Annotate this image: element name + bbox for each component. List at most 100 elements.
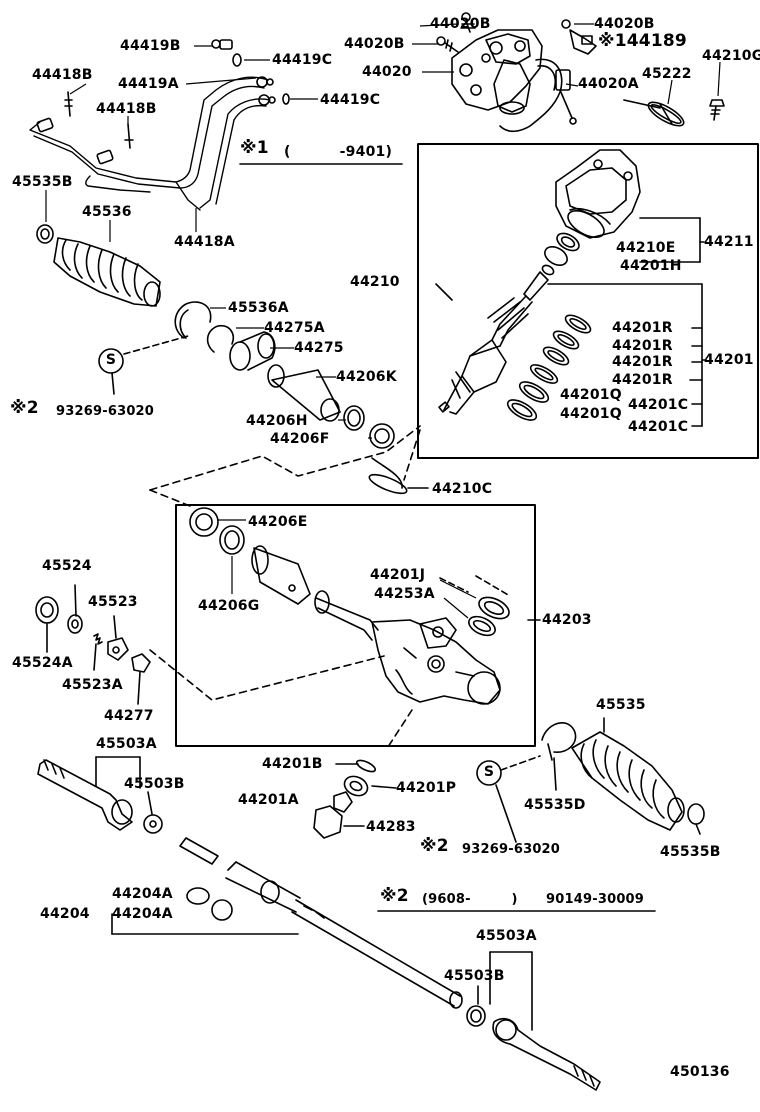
note-2c-range-text: (9608- ) xyxy=(422,892,518,907)
label-44201a: 44201A xyxy=(238,792,299,808)
ring-44419c-2 xyxy=(282,93,290,105)
control-valve-44020 xyxy=(451,29,577,133)
bearing-44201h xyxy=(541,246,568,276)
clip-45535b-right xyxy=(687,803,705,835)
spring-45523a xyxy=(93,633,103,645)
ring-45503b-right xyxy=(466,1005,486,1027)
label-44203: 44203 xyxy=(542,612,592,628)
label-44201r-4: 44201R xyxy=(612,372,673,388)
note-2c-mark: ※2 xyxy=(380,886,409,906)
label-45524: 45524 xyxy=(42,558,92,574)
note-2c-range: (9608- ) xyxy=(422,892,518,908)
seal-44206f xyxy=(369,423,395,449)
housing-44211 xyxy=(555,149,641,239)
s-mark-1: S xyxy=(105,352,117,368)
note-1-range: ( -9401) xyxy=(284,144,393,160)
label-45523: 45523 xyxy=(88,594,138,610)
note-1-text: ( -9401) xyxy=(284,144,400,160)
label-44201r-1: 44201R xyxy=(612,320,673,336)
rings-44201q xyxy=(506,381,550,421)
ring-45503b xyxy=(143,814,163,834)
label-44020b-2: 44020B xyxy=(344,36,405,52)
label-45536: 45536 xyxy=(82,204,132,220)
boot-45536 xyxy=(36,224,161,307)
note-2c-part: 90149-30009 xyxy=(546,892,645,907)
label-44275: 44275 xyxy=(294,340,344,356)
label-44201q-2: 44201Q xyxy=(560,406,622,422)
bushing-44206g xyxy=(219,525,245,555)
label-44201c-2: 44201C xyxy=(628,419,689,435)
clip-45536a xyxy=(174,301,212,339)
label-44210e: 44210E xyxy=(616,240,676,256)
label-45222: 45222 xyxy=(642,66,692,82)
seal-44201p xyxy=(343,775,369,797)
sleeve-44206g-tube xyxy=(251,545,311,605)
note-1-mark: ※1 xyxy=(240,138,269,158)
label-44419c-1: 44419C xyxy=(272,52,333,68)
seal-rings-44201r xyxy=(529,314,592,384)
bolt-44020b-2 xyxy=(436,36,459,53)
bolt-44020b-1 xyxy=(460,12,476,33)
label-44204a-2: 44204A xyxy=(112,906,173,922)
label-45535b-1: 45535B xyxy=(12,174,73,190)
ring-44206h xyxy=(343,405,365,431)
label-44210g: 44210G xyxy=(702,48,760,64)
ring-44204a-2 xyxy=(211,899,233,921)
note-2a-mark: ※2 xyxy=(10,398,39,418)
label-44418b-2: 44418B xyxy=(96,101,157,117)
label-44419a: 44419A xyxy=(118,76,179,92)
label-44418b-1: 44418B xyxy=(32,67,93,83)
s-mark-2-circle xyxy=(476,760,502,786)
label-44020a: 44020A xyxy=(578,76,639,92)
label-44206e: 44206E xyxy=(248,514,308,530)
label-44418a: 44418A xyxy=(174,234,235,250)
label-44275a: 44275A xyxy=(264,320,325,336)
label-45536a: 45536A xyxy=(228,300,289,316)
label-45503a-1: 45503A xyxy=(96,736,157,752)
label-44201r-3: 44201R xyxy=(612,354,673,370)
screw-44418b-2 xyxy=(124,123,134,149)
label-45523a: 45523A xyxy=(62,677,123,693)
ring-44210e xyxy=(556,232,580,252)
tie-rod-end-45503a xyxy=(37,759,133,831)
label-44020b-1: 44020B xyxy=(430,16,491,32)
frame-44203-group xyxy=(175,504,536,747)
snap-ring-44275a xyxy=(206,324,234,353)
label-44283: 44283 xyxy=(366,819,416,835)
label-44201: 44201 xyxy=(704,352,754,368)
clamp-45535d xyxy=(541,721,577,791)
plug-45523 xyxy=(107,637,129,661)
tie-rod-end-45503a-right xyxy=(492,1017,601,1091)
note-2b-part: 93269-63020 xyxy=(462,842,561,857)
label-44210: 44210 xyxy=(350,274,400,290)
bolt-44020b-3 xyxy=(561,19,597,55)
note-2b-mark: ※2 xyxy=(420,836,449,856)
pipe-fitting-right xyxy=(256,76,276,106)
label-44206f: 44206F xyxy=(270,431,330,447)
rack-bar-44204 xyxy=(179,837,463,1009)
bolt-44210g xyxy=(709,99,725,121)
ring-44201j xyxy=(478,596,510,620)
label-44201j: 44201J xyxy=(370,567,426,583)
bushing-44275 xyxy=(229,331,276,371)
label-44204a-1: 44204A xyxy=(112,886,173,902)
label-45503a-2: 45503A xyxy=(476,928,537,944)
label-44201b: 44201B xyxy=(262,756,323,772)
label-45503b-1: 45503B xyxy=(124,776,185,792)
cap-45524a xyxy=(35,596,59,624)
label-44253a: 44253A xyxy=(374,586,435,602)
label-44020b-3: 44020B xyxy=(594,16,655,32)
nut-44201a xyxy=(333,791,353,813)
label-44201c-1: 44201C xyxy=(628,397,689,413)
boot-45535 xyxy=(571,731,685,831)
ring-44201b xyxy=(355,759,377,773)
label-44020: 44020 xyxy=(362,64,412,80)
label-44419c-2: 44419C xyxy=(320,92,381,108)
label-45503b-2: 45503B xyxy=(444,968,505,984)
ring-44253a xyxy=(468,615,496,637)
label-44206k: 44206K xyxy=(336,369,397,385)
rack-housing-44203 xyxy=(314,590,501,705)
label-44206g: 44206G xyxy=(198,598,260,614)
